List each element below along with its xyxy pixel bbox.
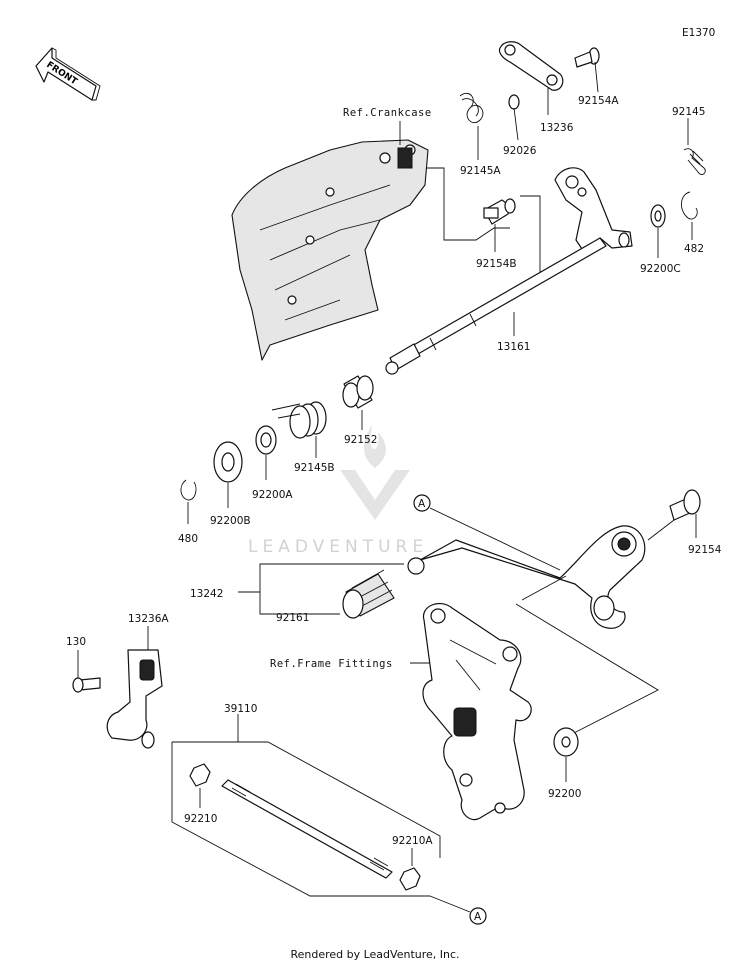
bolt-92154B (483, 198, 516, 225)
callout-92161: 92161 (276, 612, 309, 624)
watermark: LEADVENTURE (248, 425, 428, 557)
marker-a-top-label: A (418, 498, 426, 510)
front-arrow-icon: FRONT (35, 47, 101, 101)
callout-92210A: 92210A (392, 835, 433, 847)
callout-92200: 92200 (548, 788, 581, 800)
callout-39110: 39110 (224, 703, 257, 715)
diagram-code: E1370 (682, 27, 715, 39)
callout-92154: 92154 (688, 544, 722, 556)
shift-pedal (407, 525, 646, 629)
callout-92145: 92145 (672, 106, 705, 118)
callout-13161: 13161 (497, 341, 530, 353)
circlip-480 (180, 479, 197, 501)
footer-credit: Rendered by LeadVenture, Inc. (290, 948, 460, 961)
nut-92210 (189, 763, 211, 787)
marker-a-bottom-label: A (474, 911, 482, 923)
pedal-rubber-92161 (342, 569, 395, 619)
crankcase (231, 139, 429, 361)
callout-92200B: 92200B (210, 515, 251, 527)
callout-13236A: 13236A (128, 613, 169, 625)
callout-480: 480 (178, 533, 198, 545)
shift-shaft-arm (554, 167, 633, 253)
frame-fitting (422, 603, 532, 821)
watermark-text: LEADVENTURE (248, 537, 428, 557)
tie-rod-39110 (221, 779, 393, 879)
marker-a-top (413, 494, 431, 512)
shift-lever-13236 (498, 41, 564, 91)
bolt-92154A (574, 47, 600, 68)
washer-92026 (508, 94, 520, 110)
spring-92145A (459, 92, 484, 124)
callout-92154B: 92154B (476, 258, 517, 270)
nut-92210A (399, 867, 421, 891)
bushing-92152 (342, 375, 374, 409)
circlip-482 (681, 191, 698, 220)
bolt-92154 (669, 489, 701, 521)
ref-crankcase: Ref.Crankcase (343, 107, 432, 119)
callout-92026: 92026 (503, 145, 537, 157)
callout-92200C: 92200C (640, 263, 681, 275)
callout-92152: 92152 (344, 434, 377, 446)
marker-a-bottom (469, 907, 487, 925)
callout-92154A: 92154A (578, 95, 619, 107)
bolt-130 (72, 677, 101, 693)
lever-13236A (106, 649, 163, 749)
callout-92145B: 92145B (294, 462, 335, 474)
shift-shaft-13161 (385, 237, 607, 375)
callout-92200A: 92200A (252, 489, 293, 501)
callout-13236: 13236 (540, 122, 574, 134)
callout-482: 482 (684, 243, 704, 255)
spring-92145B (271, 401, 327, 439)
callout-130: 130 (66, 636, 86, 648)
callout-92210: 92210 (184, 813, 217, 825)
spring-92145 (683, 148, 706, 175)
ref-frame-fittings: Ref.Frame Fittings (270, 658, 393, 670)
callout-92145A: 92145A (460, 165, 501, 177)
callout-13242: 13242 (190, 588, 223, 600)
